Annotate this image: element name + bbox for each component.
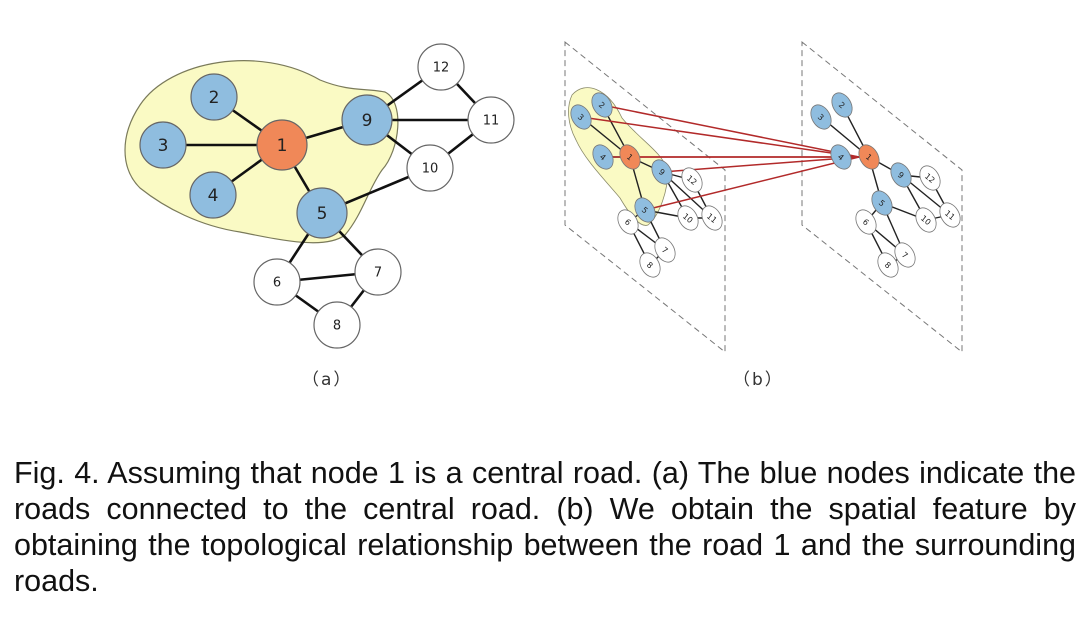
link-3	[580, 116, 860, 158]
left-node-2: 2	[591, 92, 613, 118]
topology-links	[580, 104, 860, 211]
node-label-3: 3	[158, 136, 169, 156]
node-label-10: 10	[422, 162, 439, 177]
right-node-2: 2	[831, 92, 853, 118]
left-node-label-4: 4	[598, 152, 608, 162]
figure-caption: Fig. 4. Assuming that node 1 is a centra…	[14, 456, 1076, 598]
right-node-6: 6	[855, 209, 877, 235]
left-node-4: 4	[592, 144, 614, 170]
plane-left	[564, 40, 726, 354]
node-label-1: 1	[277, 136, 288, 156]
node-6: 6	[253, 258, 301, 306]
node-label-9: 9	[362, 111, 373, 131]
left-node-label-7: 7	[660, 245, 670, 255]
link-5	[644, 156, 860, 211]
right-node-4: 4	[830, 144, 852, 170]
right-node-label-9: 9	[896, 170, 906, 180]
left-node-label-9: 9	[657, 167, 667, 177]
left-node-5: 5	[634, 197, 656, 223]
plane-right	[801, 40, 963, 354]
node-label-4: 4	[208, 186, 219, 206]
right-node-9: 9	[890, 162, 912, 188]
panel-b-label: （b）	[733, 370, 784, 390]
right-node-label-5: 5	[877, 198, 887, 208]
right-node-10: 10	[915, 207, 937, 233]
right-node-3: 3	[810, 104, 832, 130]
node-2: 2	[190, 73, 238, 121]
left-node-12: 12	[681, 167, 703, 193]
node-label-12: 12	[433, 61, 450, 76]
right-node-7: 7	[894, 242, 916, 268]
right-node-label-8: 8	[883, 260, 893, 270]
node-7: 7	[354, 248, 402, 296]
node-label-7: 7	[374, 266, 382, 281]
right-node-11: 11	[939, 202, 961, 228]
node-12: 12	[417, 43, 465, 91]
node-1: 1	[256, 119, 308, 171]
left-node-label-5: 5	[640, 205, 650, 215]
node-4: 4	[189, 171, 237, 219]
right-node-label-2: 2	[837, 100, 847, 110]
node-5: 5	[296, 187, 348, 239]
left-node-label-2: 2	[597, 100, 607, 110]
node-label-8: 8	[333, 319, 341, 334]
node-11: 11	[467, 96, 515, 144]
left-node-7: 7	[654, 237, 676, 263]
right-node-label-6: 6	[861, 217, 871, 227]
left-node-1: 1	[619, 144, 641, 170]
node-8: 8	[313, 301, 361, 349]
left-node-label-8: 8	[645, 260, 655, 270]
node-label-5: 5	[317, 204, 328, 224]
right-node-label-3: 3	[816, 112, 826, 122]
left-node-3: 3	[570, 104, 592, 130]
left-node-11: 11	[701, 205, 723, 231]
left-node-9: 9	[651, 159, 673, 185]
node-3: 3	[139, 121, 187, 169]
right-node-label-4: 4	[836, 152, 846, 162]
left-node-label-1: 1	[625, 152, 635, 162]
node-label-2: 2	[209, 88, 220, 108]
panel-a-label: （a）	[302, 370, 352, 390]
node-label-6: 6	[273, 276, 281, 291]
node-10: 10	[406, 144, 454, 192]
left-node-label-3: 3	[576, 112, 586, 122]
right-node-8: 8	[877, 252, 899, 278]
left-node-6: 6	[617, 209, 639, 235]
left-node-label-6: 6	[623, 217, 633, 227]
node-9: 9	[341, 94, 393, 146]
right-node-1: 1	[858, 144, 880, 170]
right-node-5: 5	[871, 190, 893, 216]
right-node-12: 12	[919, 165, 941, 191]
left-node-8: 8	[639, 252, 661, 278]
node-label-11: 11	[483, 114, 500, 129]
right-node-label-7: 7	[900, 250, 910, 260]
left-node-10: 10	[677, 205, 699, 231]
link-2	[601, 104, 860, 158]
right-node-label-1: 1	[864, 152, 874, 162]
